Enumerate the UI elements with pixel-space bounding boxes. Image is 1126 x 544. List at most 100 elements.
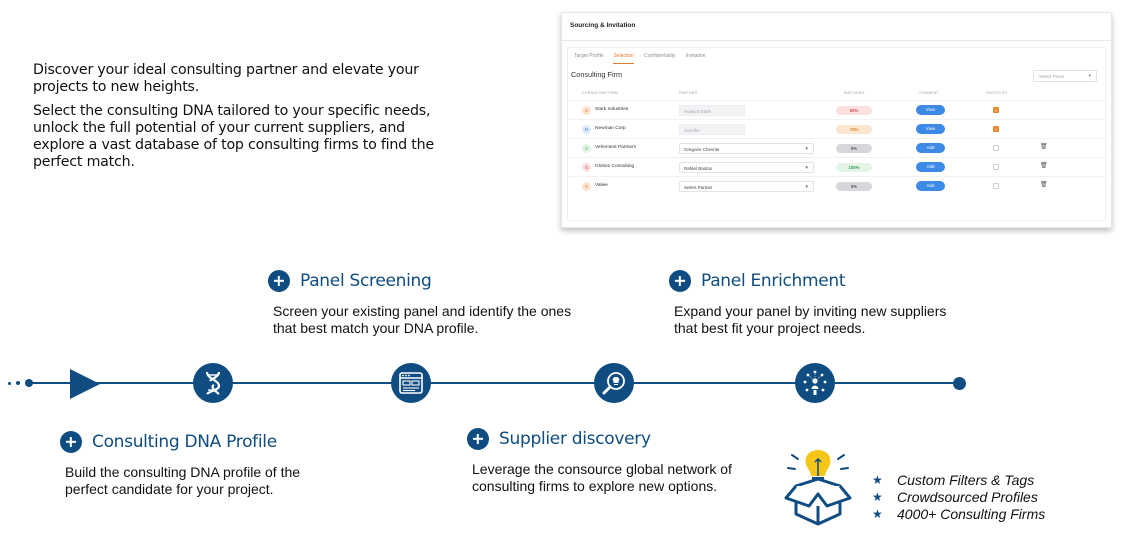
firm-name: Vehement Partners <box>595 145 637 150</box>
shortlist-checkbox[interactable] <box>993 164 999 170</box>
step-title: Consulting DNA Profile <box>92 432 277 452</box>
view-button[interactable]: View <box>916 105 945 115</box>
plus-icon <box>467 428 489 450</box>
partner-select[interactable]: Select Partner ▾ <box>679 181 814 192</box>
table-row: S Stark Industries Howard Stark 50% View ✓ <box>568 100 1105 119</box>
app-title: Sourcing & Invitation <box>562 13 1111 41</box>
feature-item: ★ Crowdsourced Profiles <box>872 488 1045 505</box>
firm-name: Stark Industries <box>595 107 629 112</box>
selection-panel: Target Profile Selection Confidentiality In… <box>567 47 1106 221</box>
partner-value: Gregoire Chevrier <box>684 147 720 152</box>
trash-icon[interactable]: 🗑 <box>1040 163 1048 169</box>
feature-item: ★ 4000+ Consulting Firms <box>872 505 1045 522</box>
matching-badge: 100% <box>836 163 872 172</box>
table-row: G Globex Consulting Rafael Bastos ▾ 100% Add 🗑 <box>568 157 1105 176</box>
matching-badge: 0% <box>836 144 872 153</box>
star-icon: ★ <box>872 506 883 521</box>
col-partner: PARTNER <box>679 91 698 95</box>
step-title: Panel Enrichment <box>701 271 846 291</box>
feature-label: 4000+ Consulting Firms <box>897 505 1046 522</box>
partner-select[interactable]: Rafael Bastos ▾ <box>679 162 814 173</box>
step-supplier-discovery: Supplier discovery Leverage the consourc… <box>467 428 767 495</box>
plus-icon <box>669 270 691 292</box>
shortlist-checkbox[interactable] <box>993 183 999 189</box>
table-row: V Vehement Partners Gregoire Chevrier ▾ 0% Ad… <box>568 138 1105 157</box>
star-icon: ★ <box>872 489 883 504</box>
search-idea-icon <box>594 363 634 403</box>
view-button[interactable]: View <box>916 124 945 134</box>
add-button[interactable]: Add <box>916 162 945 172</box>
step-description: Leverage the consource global network of… <box>472 461 732 494</box>
step-description: Build the consulting DNA profile of the … <box>65 464 301 497</box>
firm-name: Valiee <box>595 183 608 188</box>
timeline-dot <box>25 379 33 387</box>
partner-value: Rafael Bastos <box>684 166 713 171</box>
chevron-down-icon: ▾ <box>805 146 808 152</box>
feature-list: ★ Custom Filters & Tags ★ Crowdsourced Prof… <box>872 471 1045 522</box>
timeline-line <box>30 382 960 384</box>
dna-icon <box>193 363 233 403</box>
matching-badge: 75% <box>836 125 872 134</box>
section-title: Consulting Firm <box>571 70 623 79</box>
partner-value: Jennifer <box>684 128 701 133</box>
step-description: Screen your existing panel and identify … <box>273 303 572 336</box>
firm-name: Globex Consulting <box>595 164 635 169</box>
trash-icon[interactable]: 🗑 <box>1040 182 1048 188</box>
firm-name: Newman Corp <box>595 126 626 131</box>
timeline-dot <box>16 381 20 385</box>
matching-badge: 50% <box>836 106 872 115</box>
avatar: V <box>582 182 591 191</box>
col-matching: MATCHING <box>844 91 865 95</box>
step-title: Panel Screening <box>300 271 432 291</box>
step-title: Supplier discovery <box>499 429 651 449</box>
partner-select: Jennifer <box>679 124 745 135</box>
play-arrow-icon <box>70 369 100 399</box>
tab-invitation[interactable]: Invitation <box>685 53 706 59</box>
partner-value: Select Partner <box>684 185 713 190</box>
col-comment: COMMENT <box>919 91 939 95</box>
select-firms-dropdown[interactable]: Select Firms <box>1033 70 1097 82</box>
table-row: V Valiee Select Partner ▾ 0% Add 🗑 <box>568 176 1105 195</box>
table-header: CONSULTING FIRM PARTNER MATCHING COMMENT… <box>568 91 1105 99</box>
network-people-icon <box>795 363 835 403</box>
step-panel-screening: Panel Screening Screen your existing pan… <box>268 270 573 337</box>
avatar: V <box>582 144 591 153</box>
add-button[interactable]: Add <box>916 143 945 153</box>
timeline-dot <box>8 382 11 385</box>
step-description: Expand your panel by inviting new suppli… <box>674 303 947 336</box>
feature-label: Crowdsourced Profiles <box>897 488 1038 505</box>
chevron-down-icon: ▾ <box>805 184 808 190</box>
tab-bar: Target Profile Selection Confidentiality In… <box>568 48 1105 64</box>
avatar: S <box>582 106 591 115</box>
intro-text: Discover your ideal consulting partner a… <box>33 62 453 171</box>
partner-value: Howard Stark <box>684 109 712 114</box>
star-icon: ★ <box>872 472 883 487</box>
timeline-end-dot <box>953 377 966 390</box>
col-consulting-firm: CONSULTING FIRM <box>582 91 619 95</box>
lightbulb-box-icon <box>782 446 854 528</box>
shortlist-checkbox[interactable] <box>993 145 999 151</box>
step-panel-enrichment: Panel Enrichment Expand your panel by in… <box>669 270 964 337</box>
avatar: N <box>582 125 591 134</box>
intro-body: Select the consulting DNA tailored to yo… <box>33 103 434 170</box>
feature-item: ★ Custom Filters & Tags <box>872 471 1045 488</box>
feature-label: Custom Filters & Tags <box>897 471 1035 488</box>
tab-target-profile[interactable]: Target Profile <box>574 53 604 59</box>
plus-icon <box>60 431 82 453</box>
shortlist-checkbox[interactable]: ✓ <box>993 126 999 132</box>
plus-icon <box>268 270 290 292</box>
matching-badge: 0% <box>836 182 872 191</box>
avatar: G <box>582 163 591 172</box>
intro-headline: Discover your ideal consulting partner a… <box>33 62 419 95</box>
tab-selection[interactable]: Selection <box>613 53 635 64</box>
tab-confidentiality[interactable]: Confidentiality <box>644 53 676 59</box>
partner-select[interactable]: Gregoire Chevrier ▾ <box>679 143 814 154</box>
step-consulting-dna-profile: Consulting DNA Profile Build the consult… <box>60 431 335 498</box>
trash-icon[interactable]: 🗑 <box>1040 144 1048 150</box>
partner-select: Howard Stark <box>679 105 745 116</box>
add-button[interactable]: Add <box>916 181 945 191</box>
shortlist-checkbox[interactable]: ✓ <box>993 107 999 113</box>
dashboard-icon <box>391 363 431 403</box>
chevron-down-icon: ▾ <box>805 165 808 171</box>
